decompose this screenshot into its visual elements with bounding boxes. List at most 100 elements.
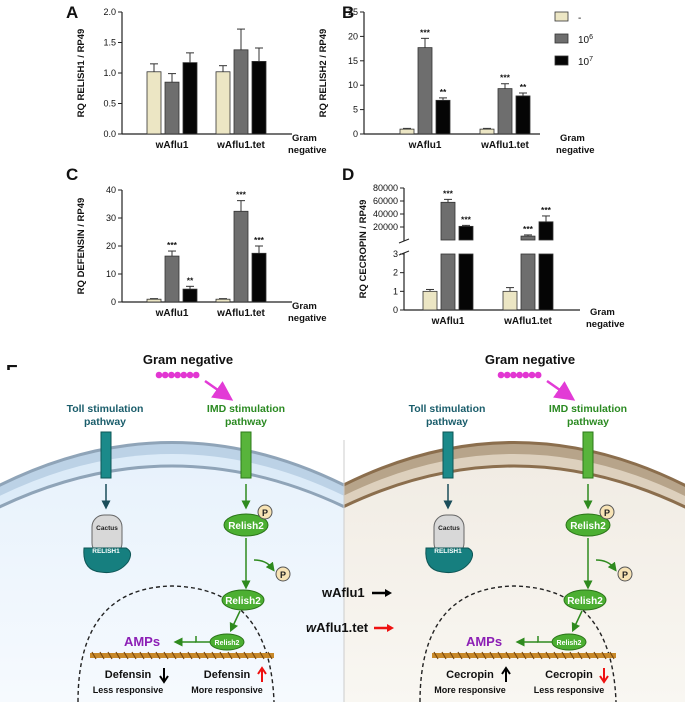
y-tick-label: 5 [353, 105, 358, 115]
toll-pathway-label: pathway [84, 416, 126, 428]
bar [515, 95, 531, 135]
phospho-icon [617, 566, 633, 582]
legend-label: 107 [578, 56, 593, 68]
x-axis-label: negative [556, 145, 595, 156]
bar [520, 253, 536, 311]
phospho-label: P [280, 570, 286, 580]
gram-negative-label: Gram negative [143, 352, 233, 367]
relish2-label: Relish2 [215, 640, 240, 647]
arrow-down-icon [599, 668, 609, 684]
significance-label: ** [440, 87, 447, 97]
bar [440, 253, 456, 311]
toll-pathway-label: pathway [426, 416, 468, 428]
bacteria-dot [528, 371, 536, 379]
x-axis-label: Gram [590, 307, 615, 318]
y-tick-label: 2.0 [103, 7, 116, 17]
significance-label: ** [187, 275, 194, 285]
relish1-label: RELISH1 [92, 548, 120, 555]
category-label: wAflu1.tet [480, 140, 529, 151]
significance-label: *** [461, 214, 472, 224]
toll-pathway-label: Toll stimulation [67, 403, 144, 415]
cactus-label: Cactus [96, 525, 118, 532]
response-note: More responsive [434, 685, 506, 695]
response-note: Less responsive [534, 685, 605, 695]
gene-label: Defensin [204, 669, 251, 681]
bar [497, 88, 513, 135]
y-tick-label: 1.0 [103, 68, 116, 78]
y-tick-label: 40000 [373, 209, 398, 219]
nucleus-outline [419, 585, 617, 702]
imd-receptor-icon [582, 431, 594, 479]
dna-helix [433, 651, 615, 660]
bar [233, 49, 249, 135]
nuclear-arrow-icon [229, 610, 241, 633]
arrow-up-icon [257, 666, 267, 682]
legend-swatch [554, 33, 569, 44]
bacteria-dot [497, 371, 505, 379]
panel-letter-c: C [66, 165, 78, 184]
bar [502, 290, 518, 311]
gene-label: Cecropin [446, 669, 494, 681]
imd-pathway-label: IMD stimulation [207, 403, 285, 415]
y-axis-label: RQ RELISH1 / RP49 [76, 29, 87, 118]
relish2-icon [221, 589, 265, 611]
category-label: wAflu1 [408, 140, 442, 151]
bar [164, 81, 180, 135]
bar [215, 298, 231, 303]
y-tick-label: 10 [348, 80, 358, 90]
bacteria-dot [510, 371, 517, 379]
chart-c: CRQ DEFENSIN / RP49010203040wAflu1*****w… [66, 165, 327, 324]
relish2-label: Relish2 [570, 521, 606, 532]
response-note: Less responsive [93, 685, 164, 695]
significance-label: *** [420, 27, 431, 37]
significance-label: *** [443, 188, 454, 198]
y-tick-label: 0.5 [103, 99, 116, 109]
break-mark [398, 250, 410, 256]
relish2-label: Relish2 [567, 596, 603, 607]
significance-label: *** [541, 205, 552, 215]
bacteria-dot [534, 371, 542, 379]
bar [435, 99, 451, 135]
chart-d: DRQ CECROPIN / RP49012320000400006000080… [342, 165, 625, 330]
bar [182, 288, 198, 303]
bar [182, 62, 198, 135]
y-tick-label: 80000 [373, 183, 398, 193]
legend-label: - [578, 13, 581, 24]
legend-swatch [554, 11, 569, 22]
category-label: wAflu1.tet [216, 140, 265, 151]
bar [520, 235, 536, 241]
gram-negative-label: Gram negative [485, 352, 575, 367]
phospho-label: P [604, 508, 610, 518]
axis-break [399, 241, 581, 253]
release-arrow-icon [253, 559, 275, 572]
x-axis-label: negative [288, 145, 327, 156]
category-label: wAflu1 [431, 316, 465, 327]
cactus-label: Cactus [438, 525, 460, 532]
bacteria-dot [192, 371, 200, 379]
bacteria-dot [186, 371, 194, 379]
bar [422, 290, 438, 311]
bar [458, 225, 474, 241]
y-tick-label: 0 [111, 297, 116, 307]
relish1-label: RELISH1 [434, 548, 462, 555]
bar [440, 201, 456, 241]
red-arrow-icon [387, 624, 394, 632]
y-tick-label: 20000 [373, 222, 398, 232]
bar [417, 47, 433, 135]
black-arrow-icon [385, 589, 392, 597]
y-tick-label: 0 [353, 129, 358, 139]
bar [399, 128, 415, 135]
chart-b: BRQ RELISH2 / RP490510152025wAflu1*****w… [318, 3, 595, 156]
strain-legend: wAflu1 wAflu1.tet [306, 585, 394, 635]
y-tick-label: 30 [106, 213, 116, 223]
significance-label: ** [520, 82, 527, 92]
phospho-label: P [622, 570, 628, 580]
bar [251, 252, 267, 303]
bacteria-dot [161, 371, 169, 379]
imd-receptor-icon [240, 431, 252, 479]
y-tick-label: 60000 [373, 196, 398, 206]
y-tick-label: 1.5 [103, 38, 116, 48]
arrow-down-icon [159, 668, 169, 684]
